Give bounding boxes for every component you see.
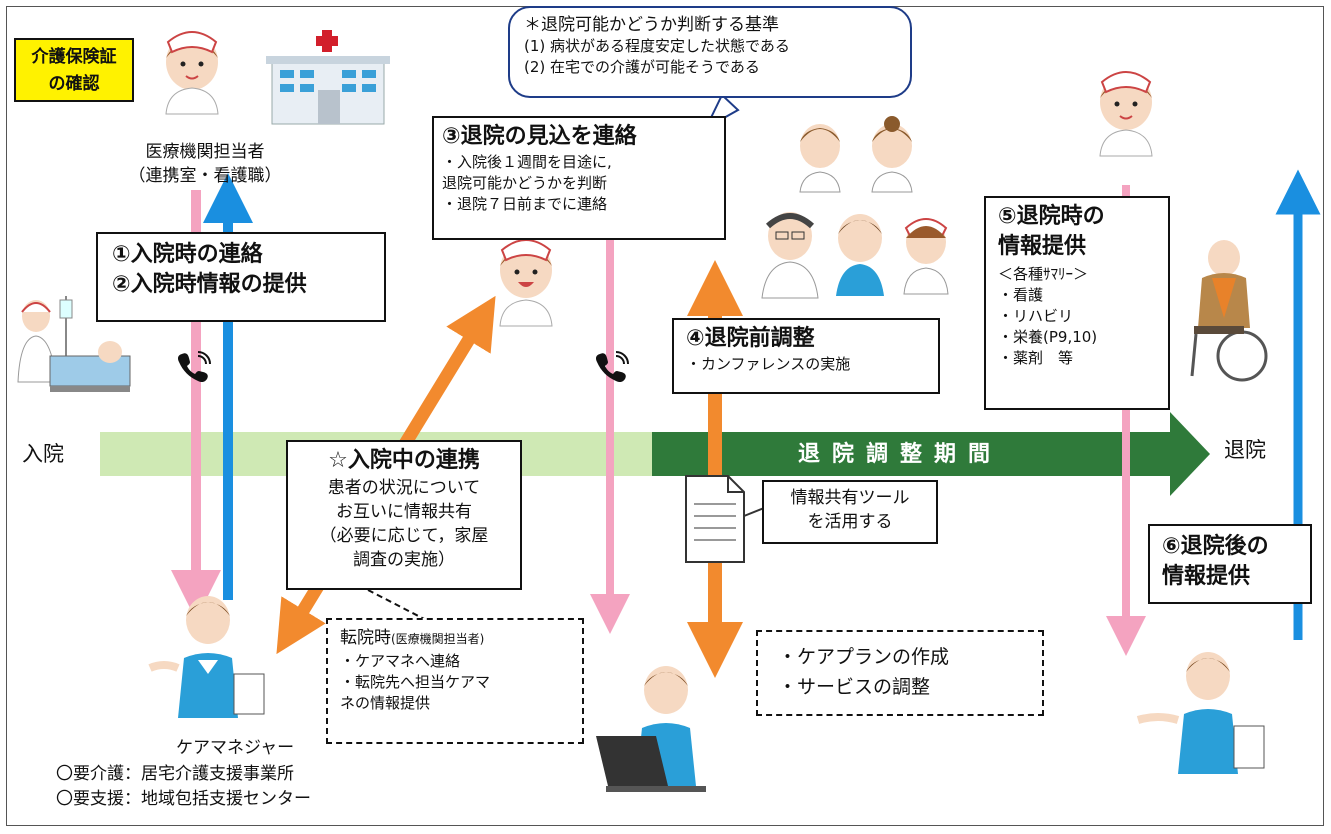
care-manager-label: ケアマネジャー [176, 738, 295, 758]
hospital-icon [266, 28, 390, 125]
step3-box: ③退院の見込を連絡 ・入院後１週間を目途に, 退院可能かどうかを判断 ・退院７日… [432, 116, 726, 240]
document-icon [685, 475, 765, 563]
timeline-arrowhead [1170, 412, 1210, 496]
care-manager-figure [148, 596, 265, 718]
patient-in-bed-figure [17, 296, 131, 392]
step6-box: ⑥退院後の 情報提供 [1148, 524, 1312, 604]
hospital-staff-label: 医療機関担当者 （連携室・看護職） [128, 142, 282, 186]
criteria-bubble: ＊退院可能かどうか判断する基準 (1) 病状がある程度安定した状態である (2)… [508, 6, 912, 98]
discharge-period-label: 退院調整期間 [797, 442, 1002, 467]
careplan-box: ・ケアプランの作成 ・サービスの調整 [756, 630, 1044, 716]
nurse-figure-discharge-notice [499, 239, 553, 327]
phone-icon [178, 351, 211, 383]
step5-box: ⑤退院時の 情報提供 ＜各種ｻﾏﾘｰ＞ ・看護 ・リハビリ ・栄養(P9,10)… [984, 196, 1170, 410]
nurse-figure-hospital [165, 31, 219, 115]
transfer-box: 転院時(医療機関担当者) ・ケアマネへ連絡 ・転院先へ担当ケアマ ネの情報提供 [326, 618, 584, 744]
during-stay-box: ☆入院中の連携 患者の状況について お互いに情報共有 （必要に応じて，家屋 調査… [286, 440, 522, 590]
transfer-connector [367, 589, 431, 623]
info-tool-box: 情報共有ツール を活用する [762, 480, 938, 544]
phone-icon [596, 351, 629, 383]
admission-label: 入院 [22, 442, 64, 466]
step1-2-box: ①入院時の連絡 ②入院時情報の提供 [96, 232, 386, 322]
conference-team-figures [761, 116, 949, 299]
care-manager-laptop-figure [596, 666, 706, 792]
care-manager-type-2: 〇要支援：地域包括支援センター [56, 789, 311, 809]
nurse-figure-discharge [1099, 71, 1153, 157]
care-manager-figure [1136, 652, 1265, 774]
wheelchair-patient-figure [1190, 240, 1268, 382]
insurance-check-label: 介護保険証の確認 [14, 38, 134, 102]
care-manager-type-1: 〇要介護：居宅介護支援事業所 [56, 764, 294, 784]
step4-box: ④退院前調整 ・カンファレンスの実施 [672, 318, 940, 394]
discharge-label: 退院 [1224, 438, 1266, 462]
